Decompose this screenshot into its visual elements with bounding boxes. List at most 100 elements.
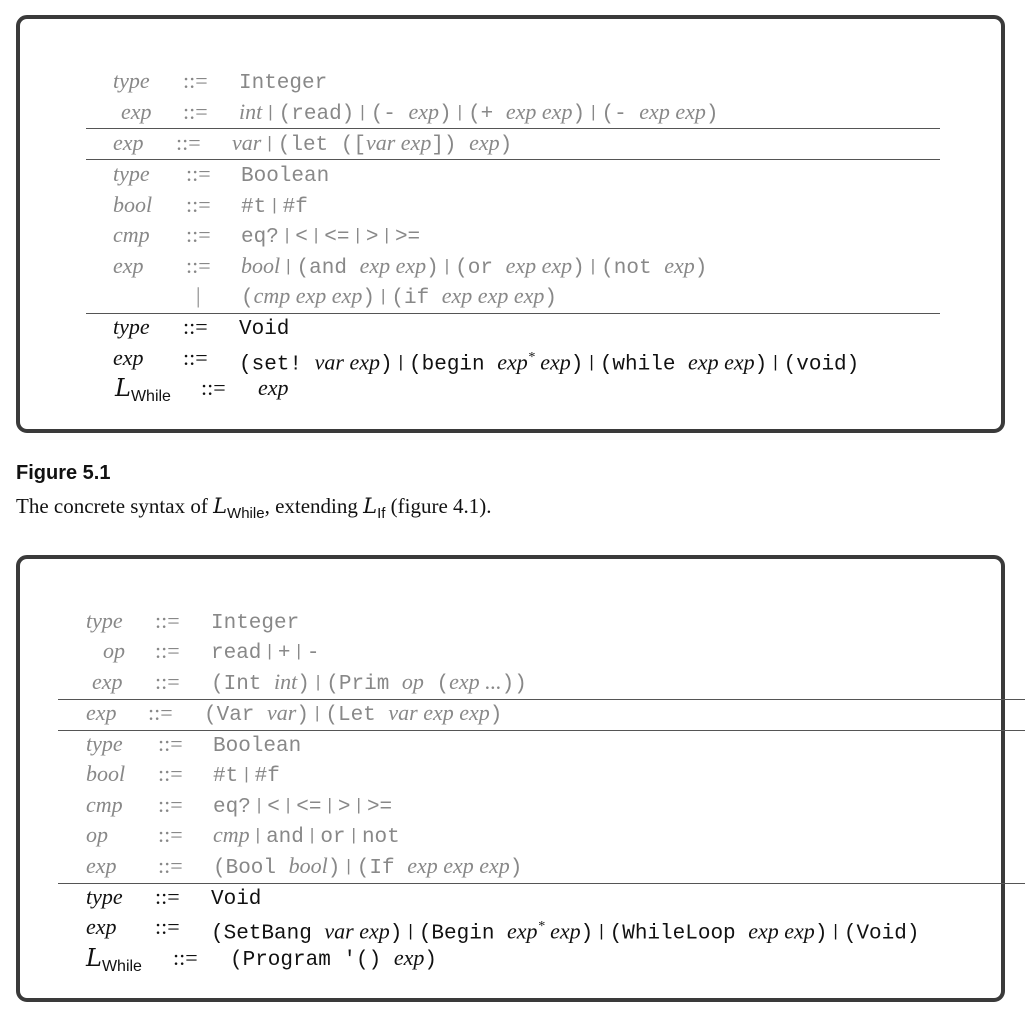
rule-define-symbol: ::= xyxy=(186,253,211,278)
language-separator-line xyxy=(86,128,940,129)
rule-lhs: exp xyxy=(86,914,117,939)
rule-rhs: Integer xyxy=(239,72,328,95)
rule-lhs: exp xyxy=(113,345,144,370)
rule-rhs: cmp|and|or|not xyxy=(213,822,400,849)
grammar-rule: type::= Void xyxy=(0,312,1025,342)
rule-define-symbol: ::= xyxy=(158,761,183,786)
rule-lhs: bool xyxy=(113,192,153,217)
rule-define-symbol: ::= xyxy=(158,731,183,756)
grammar-rule: type::= Integer xyxy=(0,66,1025,96)
grammar-rule: bool::= #t|#f xyxy=(0,190,1025,220)
rule-define-symbol: ::= xyxy=(176,130,201,155)
rule-lhs: exp xyxy=(86,853,117,878)
rule-lhs: type xyxy=(86,608,123,633)
rule-rhs: Boolean xyxy=(241,165,330,188)
rule-define-symbol: ::= xyxy=(158,792,183,817)
rule-lhs: exp xyxy=(121,99,152,124)
rule-lhs: op xyxy=(86,822,108,847)
rule-rhs: (Program '() exp) xyxy=(230,945,437,972)
grammar-rule: exp::= (SetBang var exp)|(Begin exp* exp)… xyxy=(0,912,1025,945)
rule-define-symbol: ::= xyxy=(183,345,208,370)
rule-rhs: int|(read)|(- exp)|(+ exp exp)|(- exp ex… xyxy=(239,99,719,126)
rule-rhs: (cmp exp exp)|(if exp exp exp) xyxy=(241,283,557,310)
rule-rhs: eq?|<|<=|>|>= xyxy=(213,795,393,819)
rule-lhs: LWhile xyxy=(86,944,142,975)
rule-rhs: (SetBang var exp)|(Begin exp* exp)|(Whil… xyxy=(211,918,920,946)
rule-lhs: cmp xyxy=(86,792,123,817)
rule-lhs: type xyxy=(113,68,150,93)
rule-rhs: Void xyxy=(239,318,290,341)
figure-title: Figure 5.1 xyxy=(16,462,111,484)
rule-define-symbol: ::= xyxy=(186,222,211,247)
grammar-rule: exp::= int|(read)|(- exp)|(+ exp exp)|(- … xyxy=(0,97,1025,127)
rule-define-symbol: ::= xyxy=(155,884,180,909)
grammar-rule: type::=Boolean xyxy=(0,159,1025,189)
grammar-rule: bool::= #t|#f xyxy=(0,759,1025,789)
rule-define-symbol: ::= xyxy=(148,700,173,725)
rule-rhs: (Bool bool)|(If exp exp exp) xyxy=(213,853,523,880)
rule-lhs: bool xyxy=(86,761,126,786)
rule-rhs: var|(let ([var exp]) exp) xyxy=(232,130,513,157)
grammar-rule: exp::= bool|(and exp exp)|(or exp exp)|(n… xyxy=(0,251,1025,281)
rule-define-symbol: ::= xyxy=(186,161,211,186)
rule-define-symbol: ::= xyxy=(183,99,208,124)
grammar-rule: LWhile::= exp xyxy=(0,373,1025,405)
rule-define-symbol: ::= xyxy=(183,314,208,339)
grammar-rule: cmp::= eq?|<|<=|>|>= xyxy=(0,790,1025,820)
rule-define-symbol: ::= xyxy=(186,192,211,217)
rule-lhs: type xyxy=(86,731,123,756)
lang-while-symbol: L xyxy=(213,494,228,518)
language-separator-line xyxy=(86,313,940,314)
grammar-rule: exp::= (Bool bool)|(If exp exp exp) xyxy=(0,851,1025,881)
grammar-rule: | (cmp exp exp)|(if exp exp exp) xyxy=(0,281,1025,311)
grammar-rule: type::= Boolean xyxy=(0,729,1025,759)
rule-rhs: Boolean xyxy=(213,735,302,758)
rule-lhs: type xyxy=(86,884,123,909)
rule-lhs: exp xyxy=(86,700,117,725)
language-separator-line xyxy=(58,699,1025,700)
language-separator-line xyxy=(58,730,1025,731)
rule-define-symbol: ::= xyxy=(158,822,183,847)
rule-rhs: (Int int)|(Prim op (exp ...)) xyxy=(211,669,527,696)
rule-lhs: exp xyxy=(92,669,123,694)
rule-lhs: type xyxy=(113,314,150,339)
grammar-rule: exp::= (Int int)|(Prim op (exp ...)) xyxy=(0,667,1025,697)
rule-rhs: (Var var)|(Let var exp exp) xyxy=(204,700,503,727)
rule-rhs: exp xyxy=(258,375,289,400)
language-separator-line xyxy=(86,159,940,160)
grammar-rule: op::= cmp|and|or|not xyxy=(0,820,1025,850)
grammar-rule: exp::=(set! var exp)|(begin exp* exp)|(w… xyxy=(0,343,1025,376)
rule-rhs: read|+|- xyxy=(211,641,320,665)
rule-rhs: Integer xyxy=(211,612,300,635)
rule-define-symbol: ::= xyxy=(201,375,226,400)
grammar-rule: exp::= var|(let ([var exp]) exp) xyxy=(0,128,1025,158)
rule-lhs: exp xyxy=(113,130,144,155)
grammar-rule: op::= read|+|- xyxy=(0,636,1025,666)
rule-rhs: #t|#f xyxy=(213,764,280,788)
rule-define-symbol: ::= xyxy=(155,914,180,939)
grammar-rule: LWhile::= (Program '() exp) xyxy=(0,943,1025,975)
rule-define-symbol: | xyxy=(196,283,201,308)
rule-lhs: LWhile xyxy=(115,374,171,405)
rule-rhs: bool|(and exp exp)|(or exp exp)|(not exp… xyxy=(241,253,708,280)
grammar-rule: type::= Void xyxy=(0,882,1025,912)
rule-define-symbol: ::= xyxy=(155,608,180,633)
rule-rhs: Void xyxy=(211,888,262,911)
grammar-rule: exp::= (Var var)|(Let var exp exp) xyxy=(0,698,1025,728)
rule-define-symbol: ::= xyxy=(173,945,198,970)
figure-5-1-box xyxy=(16,15,1005,433)
rule-define-symbol: ::= xyxy=(158,853,183,878)
lang-if-symbol: L xyxy=(363,494,378,518)
grammar-rule: type::= Integer xyxy=(0,606,1025,636)
rule-lhs: op xyxy=(103,638,125,663)
language-separator-line xyxy=(58,883,1025,884)
rule-lhs: exp xyxy=(113,253,144,278)
rule-rhs: #t|#f xyxy=(241,195,308,219)
rule-define-symbol: ::= xyxy=(155,638,180,663)
grammar-rule: cmp::= eq?|<|<=|>|>= xyxy=(0,220,1025,250)
rule-define-symbol: ::= xyxy=(183,68,208,93)
rule-rhs: eq?|<|<=|>|>= xyxy=(241,225,421,249)
rule-define-symbol: ::= xyxy=(155,669,180,694)
figure-caption: The concrete syntax of LWhile, extending… xyxy=(16,494,492,522)
rule-lhs: cmp xyxy=(113,222,150,247)
